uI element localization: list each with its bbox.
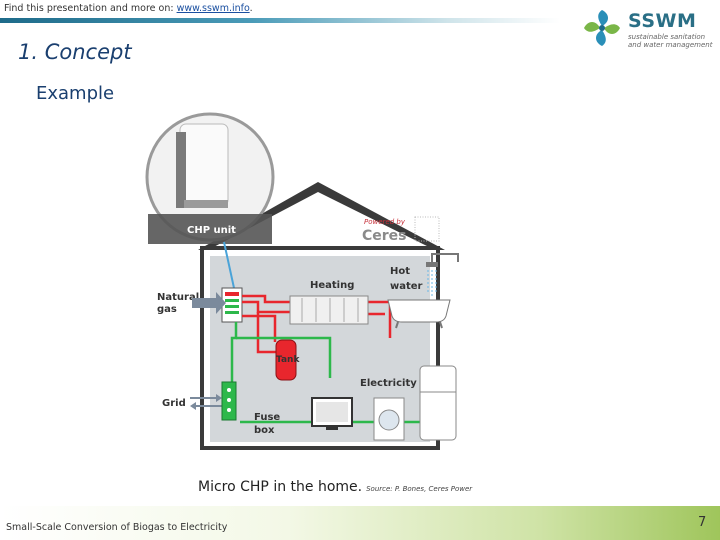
promo-link[interactable]: www.sswm.info: [176, 3, 250, 14]
chp-unit-label: CHP unit: [187, 225, 236, 236]
logo-tagline: sustainable sanitation and water managem…: [628, 33, 718, 49]
promo-text: Find this presentation and more on: www.…: [4, 3, 253, 14]
footer-bar: [0, 506, 720, 540]
tank-icon: [275, 339, 297, 381]
promo-text-end: .: [249, 3, 253, 14]
hot-water-label-line2: water: [390, 281, 423, 292]
slide-subtitle: Example: [36, 83, 115, 104]
logo-name: SSWM: [628, 10, 697, 32]
caption-source: Source: P. Bones, Ceres Power: [366, 485, 473, 493]
promo-text-lead: Find this presentation and more on:: [4, 3, 177, 14]
diagram-caption: Micro CHP in the home.Source: P. Bones, …: [198, 479, 472, 495]
ceres-dots-icon: [414, 216, 440, 242]
fuse-box-label-line1: Fuse: [254, 412, 280, 423]
bathtub-icon: [387, 299, 451, 329]
logo-tagline-line1: sustainable sanitation: [628, 33, 706, 41]
sswm-logo: SSWM sustainable sanitation and water ma…: [580, 6, 715, 52]
gas-arrow-icon: [192, 292, 226, 314]
header-rule: [0, 18, 560, 23]
section-title: 1. Concept: [18, 40, 132, 64]
grid-label: Grid: [162, 398, 186, 409]
heating-label: Heating: [310, 280, 354, 291]
grid-arrows-icon: [190, 394, 222, 410]
powered-by-label: Powered by: [364, 218, 406, 226]
chp-unit-bubble: CHP unit: [145, 112, 275, 244]
washing-machine-icon: [373, 397, 405, 441]
caption-text: Micro CHP in the home.: [198, 479, 363, 495]
logo-tagline-line2: and water management: [628, 41, 713, 49]
electricity-label: Electricity: [360, 378, 417, 389]
footer-title: Small-Scale Conversion of Biogas to Elec…: [6, 522, 228, 533]
ceres-brand-label: Ceres: [362, 228, 407, 244]
fridge-icon: [419, 365, 457, 441]
radiators-icon: [289, 295, 369, 325]
tv-icon: [311, 397, 353, 430]
shower-icon: [426, 253, 459, 296]
chp-connector-line: [223, 241, 235, 289]
natural-gas-label-line1: Natural: [157, 292, 199, 303]
hot-water-label-line1: Hot: [390, 266, 410, 277]
tank-label: Tank: [276, 355, 300, 365]
fuse-box-label-line2: box: [254, 425, 275, 436]
sswm-emblem-icon: [582, 8, 622, 48]
micro-chp-diagram: Powered by Ceres CHP unit Natural gas: [145, 112, 459, 450]
fuse-box-icon: [221, 381, 237, 421]
natural-gas-label-line2: gas: [157, 304, 177, 315]
chp-box: [221, 287, 243, 323]
page-number: 7: [698, 515, 707, 530]
